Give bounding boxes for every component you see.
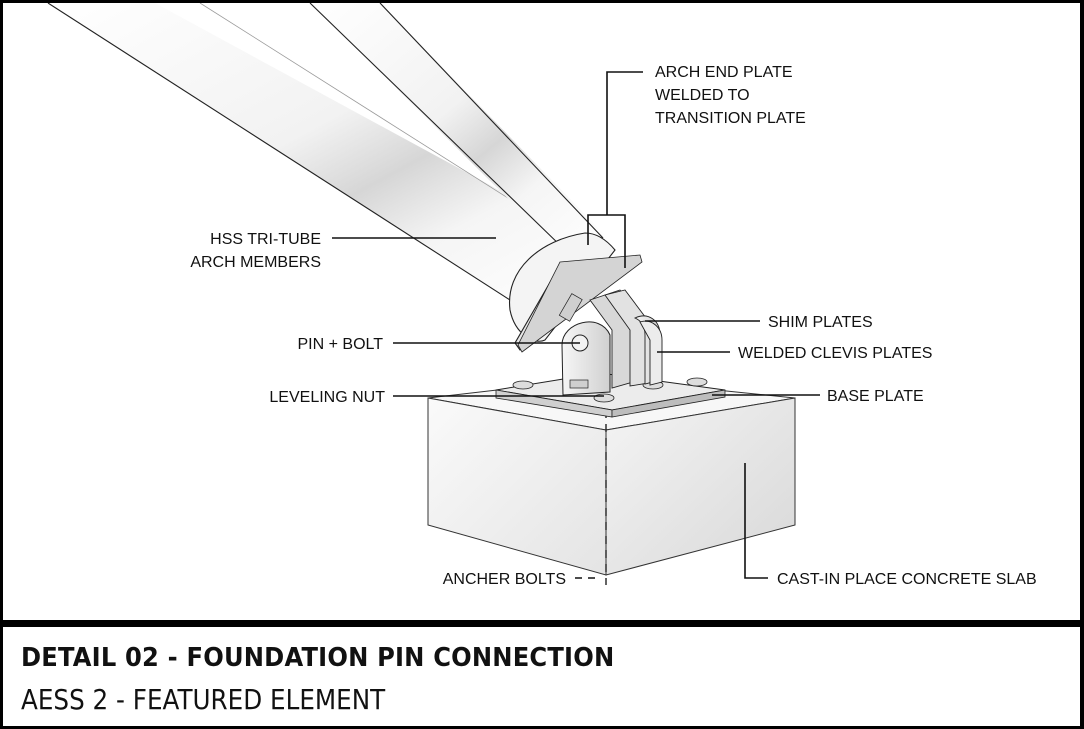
arch-tube-left	[48, 3, 600, 300]
bolt-group	[558, 293, 583, 322]
label-base-plate: BASE PLATE	[827, 388, 924, 405]
drawing-area: ARCH END PLATE WELDED TO TRANSITION PLAT…	[3, 3, 1080, 620]
label-arch-end-plate-line2: WELDED TO	[655, 87, 750, 104]
label-arch-end-plate-line1: ARCH END PLATE	[655, 64, 793, 81]
label-arch-end-plate-line3: TRANSITION PLATE	[655, 110, 806, 127]
label-ancher-bolts: ANCHER BOLTS	[443, 571, 566, 588]
detail-title: DETAIL 02 - FOUNDATION PIN CONNECTION	[21, 643, 615, 673]
label-hss-tri-tube-line2: ARCH MEMBERS	[190, 254, 321, 271]
hss-tri-tube-arch	[47, 3, 616, 342]
title-block: DETAIL 02 - FOUNDATION PIN CONNECTION AE…	[3, 627, 1080, 726]
label-hss-tri-tube-line1: HSS TRI-TUBE	[210, 231, 321, 248]
weld-tab	[569, 379, 589, 389]
clevis-assembly	[558, 289, 663, 396]
label-concrete-slab: CAST-IN PLACE CONCRETE SLAB	[777, 571, 1037, 588]
label-leveling-nut: LEVELING NUT	[269, 389, 385, 406]
callout-labels: ARCH END PLATE WELDED TO TRANSITION PLAT…	[190, 64, 1036, 588]
foundation-pin-connection-drawing: ARCH END PLATE WELDED TO TRANSITION PLAT…	[47, 3, 1037, 588]
label-pin-bolt: PIN + BOLT	[297, 336, 383, 353]
leader-lines	[332, 71, 820, 579]
label-shim-plates: SHIM PLATES	[768, 314, 873, 331]
label-welded-clevis-plates: WELDED CLEVIS PLATES	[738, 345, 932, 362]
arch-tube-right	[310, 3, 605, 250]
detail-subtitle: AESS 2 - FEATURED ELEMENT	[21, 683, 386, 716]
